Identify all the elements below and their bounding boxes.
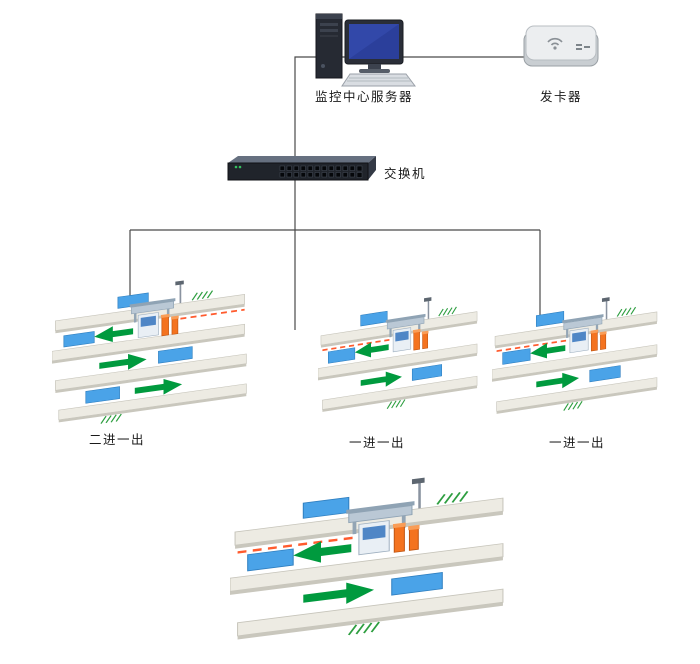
wire-server-cardissuer-switch: [294, 56, 528, 330]
card-issuer-illustration: [523, 25, 599, 67]
switch-label: 交换机: [384, 166, 427, 181]
rfid-signal-icon: [547, 37, 563, 50]
computer-keyboard: [341, 73, 416, 87]
computer-tower: [315, 13, 343, 79]
station-2-label: 一进一出: [348, 435, 405, 450]
station-1-label: 二进一出: [88, 432, 145, 447]
switch-illustration: [227, 156, 376, 181]
computer-monitor: [344, 19, 404, 73]
toll-station-3: [492, 296, 658, 420]
server-computer-illustration: [315, 13, 416, 87]
station-3-label: 一进一出: [548, 435, 605, 450]
toll-station-4: [230, 476, 505, 648]
card-issuer-label: 发卡器: [539, 89, 582, 104]
server-label: 监控中心服务器: [314, 89, 413, 104]
status-leds: [576, 44, 590, 50]
toll-station-1: [52, 278, 248, 426]
toll-station-2: [318, 296, 478, 418]
switch-led: [234, 165, 238, 169]
switch-led: [238, 165, 242, 169]
switch-ports: [279, 165, 363, 178]
